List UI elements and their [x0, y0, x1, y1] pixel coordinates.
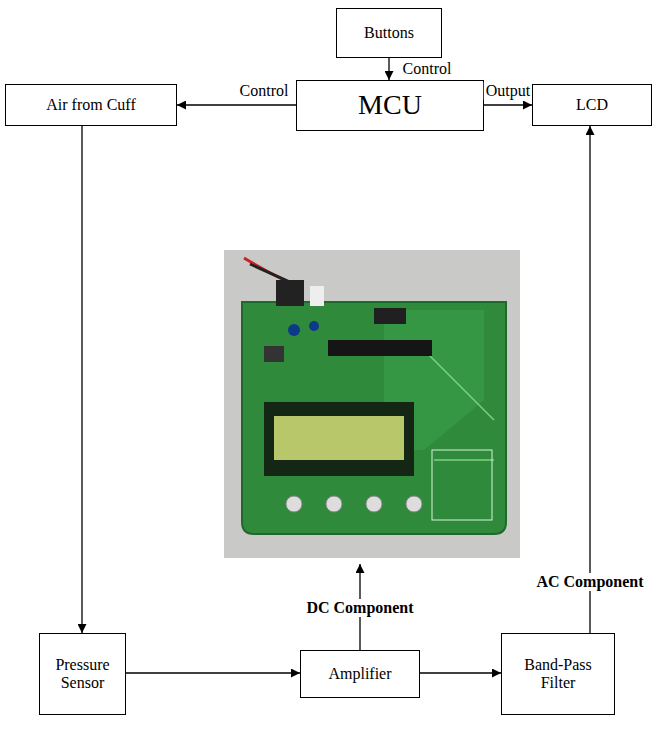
flow-arrow	[420, 672, 501, 673]
block-box: LCD	[532, 84, 652, 126]
lcd-screen	[274, 416, 404, 460]
box-text: Amplifier	[328, 665, 391, 683]
pcb-outline	[432, 450, 492, 520]
pcb-trace	[424, 350, 494, 420]
flow-arrow	[589, 126, 590, 633]
box-text: MCU	[358, 89, 422, 121]
mcu-chip	[328, 340, 432, 356]
lcd-frame	[264, 402, 414, 476]
flow-arrow	[81, 126, 82, 633]
flow-arrow	[388, 58, 389, 80]
block-box: Buttons	[336, 8, 442, 58]
pcb-trace	[434, 459, 494, 461]
block-box: Air from Cuff	[5, 84, 177, 126]
push-button	[326, 496, 342, 512]
black-wire	[250, 264, 290, 282]
regulator	[264, 346, 284, 362]
arrow-label: Control	[401, 60, 454, 78]
header-connector	[374, 308, 406, 324]
connector	[310, 286, 324, 306]
capacitor	[309, 321, 319, 331]
block-box: Amplifier	[300, 650, 420, 698]
push-button	[366, 496, 382, 512]
arrow-label: Output	[484, 82, 532, 100]
flow-arrow	[484, 104, 532, 105]
block-box: Pressure Sensor	[39, 633, 126, 715]
signal-label: DC Component	[304, 599, 415, 617]
arrow-label: Control	[238, 82, 291, 100]
capacitor	[288, 324, 300, 336]
circuit-board-photo	[224, 250, 520, 558]
flow-arrow	[177, 104, 296, 105]
box-text: Air from Cuff	[46, 96, 135, 114]
flow-arrow	[126, 672, 300, 673]
box-text: Buttons	[364, 24, 414, 42]
box-text: Band-Pass Filter	[508, 656, 608, 693]
push-button	[286, 496, 302, 512]
box-text: LCD	[576, 96, 608, 114]
pcb-board	[242, 302, 506, 534]
box-text: Pressure Sensor	[46, 656, 119, 693]
power-jack	[276, 280, 304, 306]
block-box: MCU	[296, 80, 484, 131]
arrow-label: AC Component	[534, 573, 645, 591]
block-box: Band-Pass Filter	[501, 633, 615, 715]
push-button	[406, 496, 422, 512]
photo-ground	[224, 250, 520, 558]
